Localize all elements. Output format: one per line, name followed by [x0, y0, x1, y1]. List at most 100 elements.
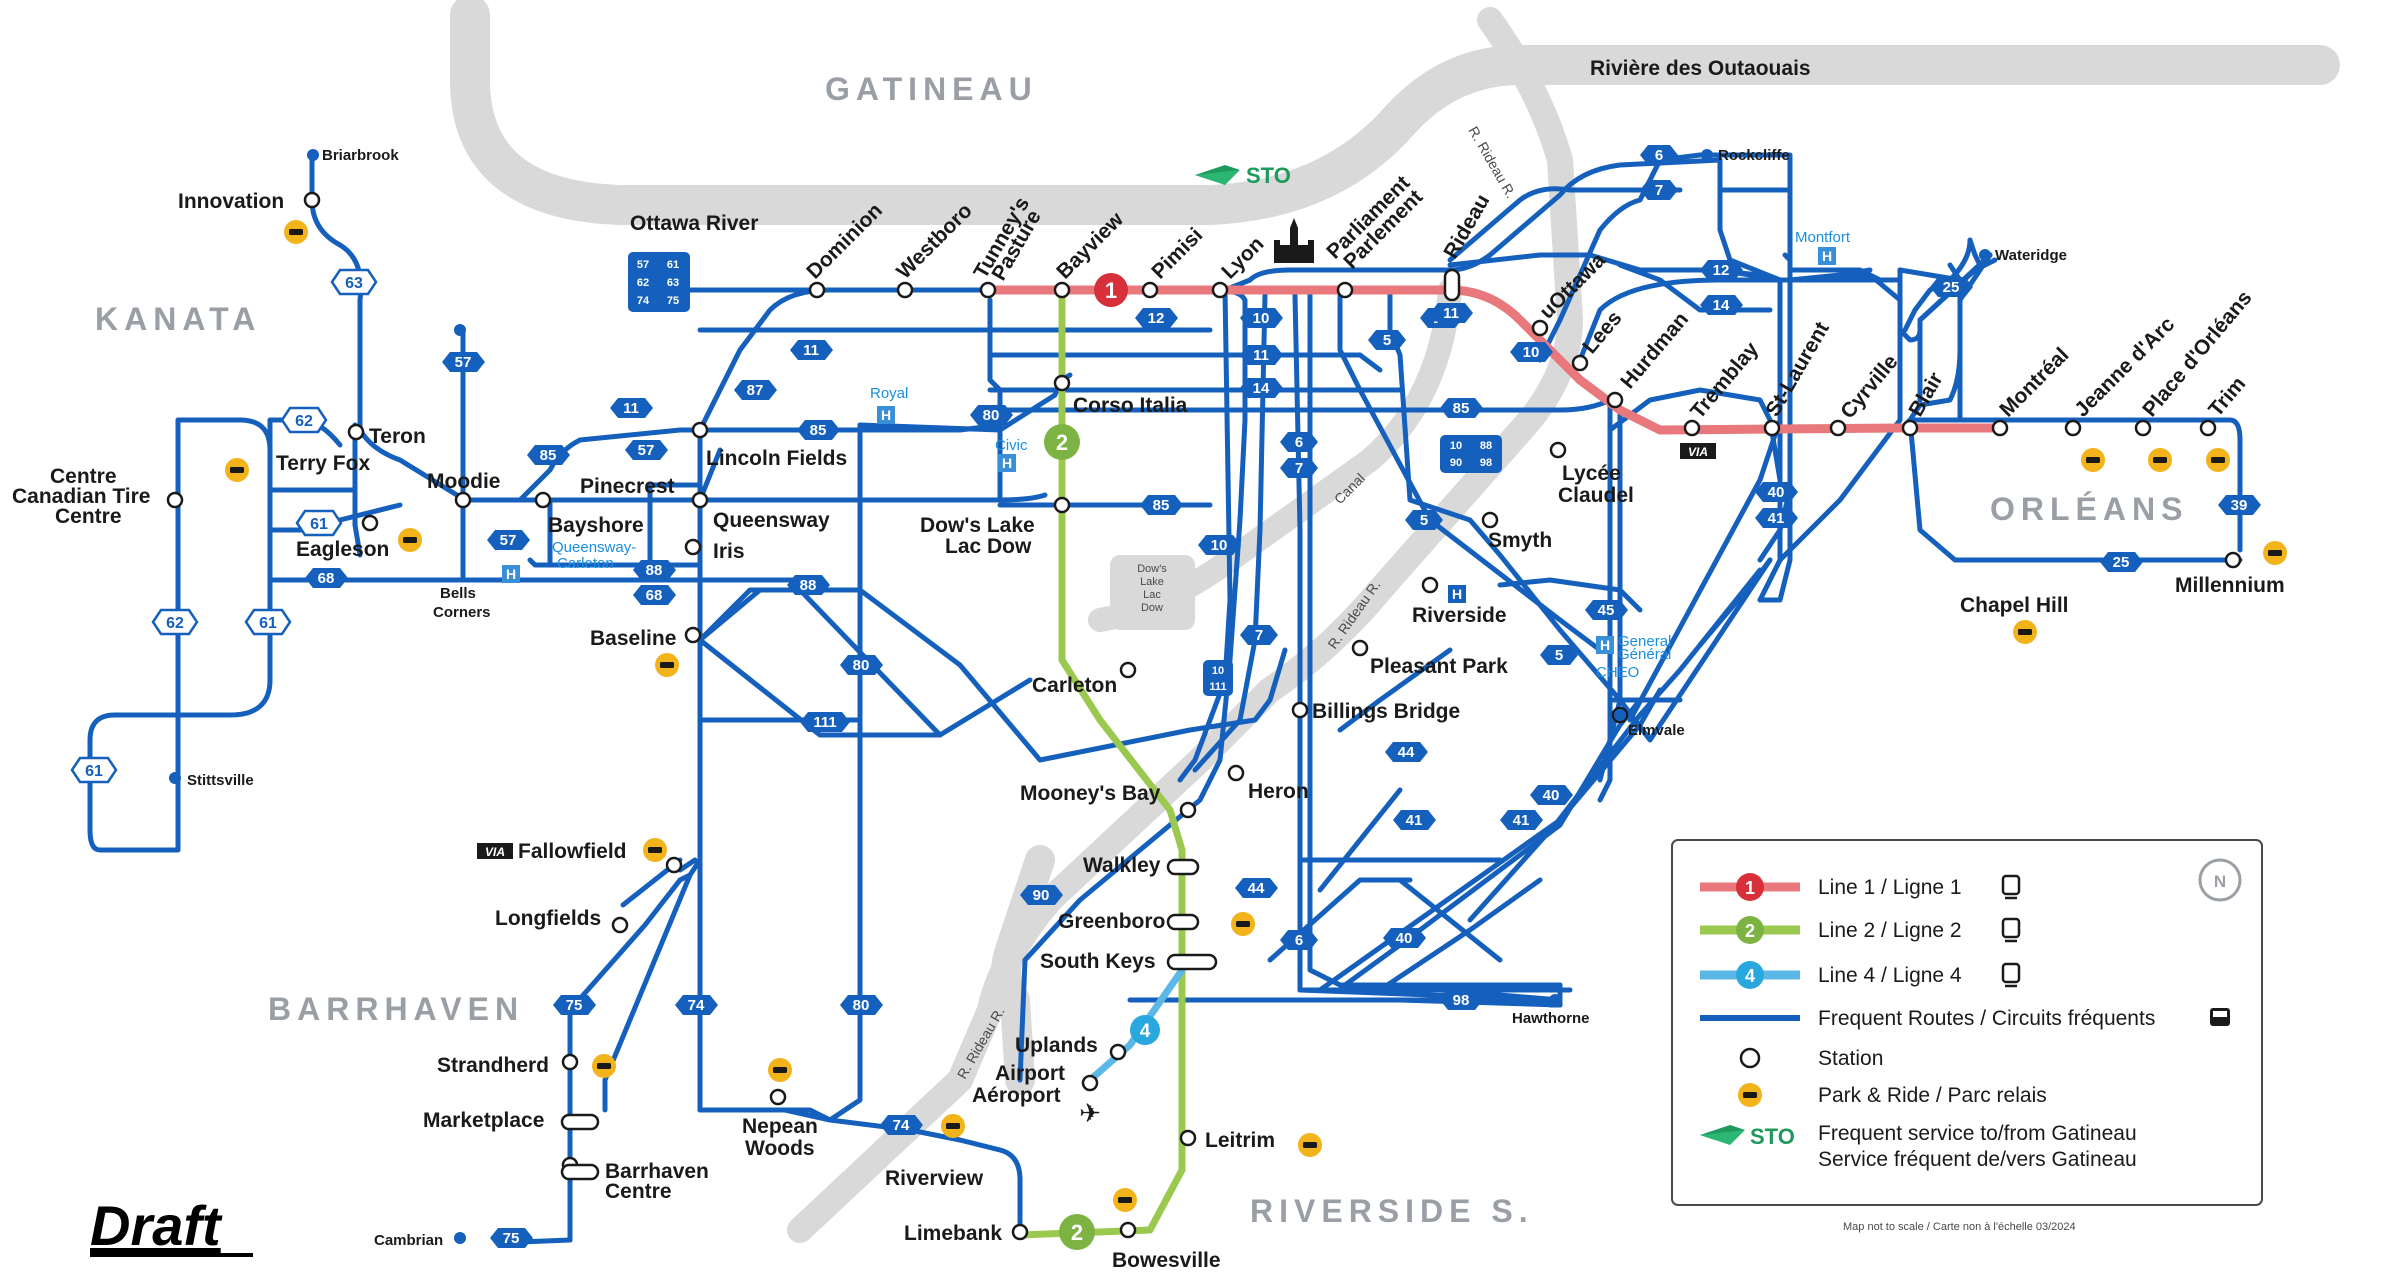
svg-text:40: 40	[1768, 484, 1785, 501]
capsule-stations	[560, 268, 1461, 1181]
route-badge-61-s: 61	[70, 756, 118, 784]
svg-text:14: 14	[1713, 297, 1730, 314]
svg-text:Lycée: Lycée	[1562, 462, 1621, 485]
hospital-icon-montfort: H	[1818, 247, 1836, 265]
svg-text:7: 7	[1255, 627, 1263, 644]
svg-text:Centre: Centre	[605, 1180, 672, 1203]
svg-text:62: 62	[295, 413, 313, 430]
svg-text:1: 1	[1105, 278, 1117, 303]
legend-line4-label: Line 4 / Ligne 4	[1818, 964, 1962, 987]
hospital-icon-royal: H	[877, 406, 895, 424]
svg-text:1: 1	[1745, 878, 1755, 898]
route-badge-6-far: 6	[1280, 930, 1318, 950]
svg-text:88: 88	[646, 562, 663, 579]
svg-text:Bayshore: Bayshore	[548, 514, 644, 537]
svg-text:61: 61	[310, 516, 328, 533]
route-badge-5: 5	[1368, 330, 1406, 350]
svg-text:11: 11	[623, 400, 639, 417]
legend-station-circle	[1739, 1047, 1761, 1069]
region-orleans: ORLÉANS	[1990, 491, 2188, 527]
svg-text:Stittsville: Stittsville	[187, 772, 254, 789]
region-kanata: KANATA	[95, 301, 261, 337]
svg-text:85: 85	[1153, 497, 1170, 514]
route-badge-74-n: 74	[675, 995, 718, 1015]
region-riverside-s: RIVERSIDE S.	[1250, 1193, 1534, 1229]
svg-text:90: 90	[1033, 887, 1050, 904]
svg-text:44: 44	[1248, 880, 1265, 897]
route-badge-11-w: 11	[790, 340, 833, 360]
route-badge-57-n: 57	[442, 352, 485, 372]
park-ride-icons	[225, 220, 2287, 1212]
svg-text:STO: STO	[1750, 1124, 1795, 1149]
svg-text:88: 88	[1480, 440, 1492, 452]
parliament-icon	[1274, 218, 1314, 263]
svg-text:Baseline: Baseline	[590, 627, 676, 650]
route-badge-7-top: 7	[1640, 180, 1678, 200]
svg-text:Riverview: Riverview	[885, 1167, 984, 1190]
svg-text:Moodie: Moodie	[427, 470, 501, 493]
route-badge-7-s: 7	[1240, 625, 1278, 645]
waterways	[450, 0, 2340, 1243]
svg-text:98: 98	[1480, 457, 1492, 469]
svg-text:74: 74	[893, 1117, 910, 1134]
svg-text:Pinecrest: Pinecrest	[580, 475, 675, 498]
svg-text:Canadian Tire: Canadian Tire	[12, 485, 151, 508]
terminus-dots	[169, 149, 1991, 1244]
dows-lake-water-label-2: Lake	[1140, 576, 1164, 588]
svg-text:2: 2	[1056, 430, 1068, 455]
svg-text:Strandherd: Strandherd	[437, 1054, 549, 1077]
svg-text:74: 74	[637, 295, 650, 307]
svg-text:5: 5	[1383, 332, 1391, 349]
svg-text:44: 44	[1398, 744, 1415, 761]
park-ride-strandherd	[592, 1054, 616, 1078]
svg-text:68: 68	[318, 570, 335, 587]
park-ride-greenboro	[1231, 912, 1255, 936]
route-badge-7-c: 7	[1280, 458, 1318, 478]
svg-text:Montréal: Montréal	[1995, 343, 2073, 421]
hospital-icon-riverside: H	[1448, 585, 1466, 603]
legend-frequent-label: Frequent Routes / Circuits fréquents	[1818, 1007, 2155, 1030]
svg-text:Briarbrook: Briarbrook	[322, 147, 399, 164]
route-badge-14-c: 14	[1240, 378, 1283, 398]
svg-text:Leitrim: Leitrim	[1205, 1129, 1275, 1152]
route-badge-45: 45	[1585, 600, 1628, 620]
svg-text:Civic: Civic	[995, 437, 1028, 454]
svg-text:Billings Bridge: Billings Bridge	[1312, 700, 1460, 723]
svg-text:6: 6	[1295, 932, 1303, 949]
svg-text:Claudel: Claudel	[1558, 484, 1634, 507]
legend-line1-badge	[1736, 873, 1764, 901]
svg-text:Royal: Royal	[870, 385, 908, 402]
svg-text:H: H	[506, 566, 516, 582]
route-badge-75-s: 75	[490, 1228, 533, 1248]
svg-text:Général: Général	[1618, 646, 1671, 663]
route-badge-80-m: 80	[840, 655, 883, 675]
svg-text:Teron: Teron	[369, 425, 426, 448]
svg-text:Carleton: Carleton	[1032, 674, 1117, 697]
svg-text:Airport: Airport	[995, 1062, 1065, 1085]
svg-text:Wateridge: Wateridge	[1995, 247, 2067, 264]
svg-text:Marketplace: Marketplace	[423, 1109, 544, 1132]
svg-text:Bowesville: Bowesville	[1112, 1249, 1221, 1272]
park-ride-trim	[2206, 448, 2230, 472]
svg-text:Elmvale: Elmvale	[1628, 722, 1685, 739]
route-badge-85-w: 85	[797, 420, 840, 440]
route-badge-88-c: 88	[787, 575, 830, 595]
route-badge-61-m: 61	[244, 608, 292, 636]
via-icon-fallowfield: VIA	[477, 843, 513, 859]
park-ride-place-dorleans	[2148, 448, 2172, 472]
svg-text:75: 75	[503, 1230, 520, 1247]
north-arrow-icon: N	[2198, 858, 2242, 902]
svg-text:Greenboro: Greenboro	[1058, 910, 1165, 933]
svg-text:61: 61	[85, 763, 103, 780]
svg-text:85: 85	[810, 422, 827, 439]
svg-text:61: 61	[259, 615, 277, 632]
hex-badges: 63 62 61 62 61 61	[70, 268, 378, 784]
legend-line4-badge	[1736, 961, 1764, 989]
svg-text:CHEO: CHEO	[1596, 664, 1639, 681]
svg-text:68: 68	[646, 587, 663, 604]
route-badge-85-e: 85	[1440, 398, 1483, 418]
sto-logo-map: STO	[1195, 163, 1291, 188]
svg-text:Queensway-: Queensway-	[552, 539, 636, 556]
